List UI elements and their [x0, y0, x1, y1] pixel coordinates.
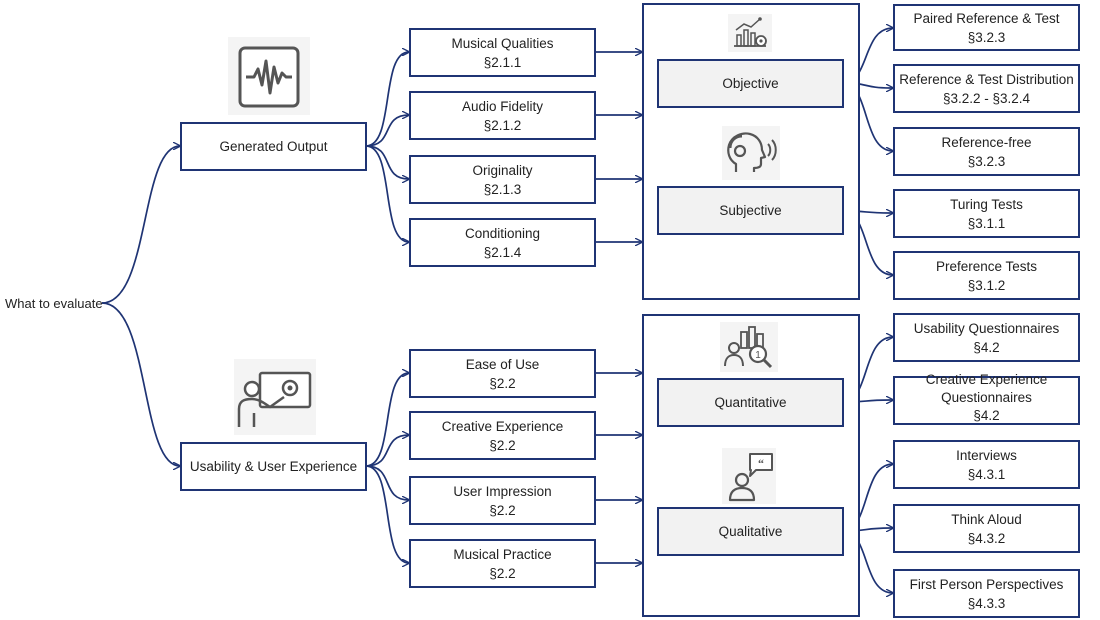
technique-name: Usability Questionnaires — [913, 320, 1060, 336]
connector-generated-conditioning — [365, 145, 409, 242]
aspect-name: User Impression — [453, 483, 552, 499]
technique-node: Paired Reference & Test §3.2.3 — [893, 4, 1080, 51]
technique-name: Think Aloud — [951, 511, 1022, 527]
aspect-ref: §2.2 — [489, 502, 516, 518]
technique-name-line2: Questionnaires — [941, 389, 1032, 405]
technique-node: Think Aloud §4.3.2 — [893, 504, 1080, 553]
connector-usability-impression — [365, 465, 409, 500]
aspect-node: Audio Fidelity §2.1.2 — [409, 91, 596, 140]
method-quantitative: Quantitative — [657, 378, 844, 427]
aspect-ref: §2.1.3 — [483, 181, 522, 197]
aspect-name: Conditioning — [464, 225, 541, 241]
method-subjective: Subjective — [657, 186, 844, 235]
technique-name: Creative Experience — [925, 371, 1048, 387]
speech-user-icon: “ — [722, 448, 776, 504]
aspect-node: Musical Qualities §2.1.1 — [409, 28, 596, 77]
technique-name: Interviews — [956, 447, 1017, 463]
aspect-name: Musical Practice — [453, 546, 552, 562]
aspect-ref: §2.1.2 — [483, 117, 522, 133]
method-label: Quantitative — [714, 395, 787, 410]
technique-node: Turing Tests §3.1.1 — [893, 189, 1080, 238]
aspect-name: Musical Qualities — [451, 35, 554, 51]
waveform-icon — [228, 37, 310, 115]
technique-node: Reference-free §3.2.3 — [893, 127, 1080, 176]
technique-ref: §4.3.1 — [967, 466, 1006, 482]
technique-node: Preference Tests §3.1.2 — [893, 251, 1080, 300]
technique-ref: §4.3.2 — [967, 530, 1006, 546]
technique-ref: §3.1.1 — [967, 215, 1006, 231]
aspect-node: Musical Practice §2.2 — [409, 539, 596, 588]
technique-node: First Person Perspectives §4.3.3 — [893, 569, 1080, 618]
connector-usability-ease — [365, 373, 409, 467]
connector-generated-originality — [365, 145, 409, 179]
node-label: Usability & User Experience — [189, 459, 358, 474]
analytics-chart-icon — [728, 14, 772, 52]
aspect-name: Originality — [472, 162, 533, 178]
aspect-node: Ease of Use §2.2 — [409, 349, 596, 398]
aspect-node: Creative Experience §2.2 — [409, 411, 596, 460]
aspect-ref: §2.2 — [489, 565, 516, 581]
technique-name: Turing Tests — [950, 196, 1023, 212]
aspect-ref: §2.2 — [489, 437, 516, 453]
method-objective: Objective — [657, 59, 844, 108]
aspect-node: User Impression §2.2 — [409, 476, 596, 525]
technique-ref: §3.2.3 — [967, 153, 1006, 169]
method-label: Objective — [722, 76, 779, 91]
aspect-name: Creative Experience — [441, 418, 564, 434]
technique-ref: §4.2 — [973, 407, 1000, 423]
svg-text:“: “ — [758, 456, 764, 470]
technique-name: Preference Tests — [935, 258, 1038, 274]
technique-ref: §4.3.3 — [967, 595, 1006, 611]
method-label: Subjective — [719, 203, 782, 218]
listening-head-icon — [722, 126, 780, 180]
data-analysis-icon: 1 — [720, 322, 778, 372]
technique-node: Creative Experience Questionnaires §4.2 — [893, 372, 1080, 425]
technique-name: Reference-free — [941, 134, 1032, 150]
aspect-ref: §2.1.4 — [483, 244, 522, 260]
aspect-ref: §2.1.1 — [483, 54, 522, 70]
method-qualitative: Qualitative — [657, 507, 844, 556]
aspect-name: Ease of Use — [465, 356, 540, 372]
technique-node: Usability Questionnaires §4.2 — [893, 313, 1080, 362]
technique-ref: §4.2 — [973, 339, 1000, 355]
aspect-ref: §2.2 — [489, 375, 516, 391]
usability-ux-node: Usability & User Experience — [180, 442, 367, 491]
technique-ref: §3.2.2 - §3.2.4 — [942, 90, 1031, 106]
aspect-name: Audio Fidelity — [461, 98, 544, 114]
node-label: Generated Output — [219, 139, 328, 154]
aspect-node: Conditioning §2.1.4 — [409, 218, 596, 267]
svg-text:1: 1 — [755, 350, 761, 361]
generated-output-node: Generated Output — [180, 122, 367, 171]
connector-generated-fidelity — [365, 115, 409, 147]
connector-root-usability — [101, 302, 180, 466]
technique-name: Reference & Test Distribution — [899, 71, 1074, 87]
technique-name: Paired Reference & Test — [913, 10, 1060, 26]
technique-ref: §3.2.3 — [967, 29, 1006, 45]
technique-ref: §3.1.2 — [967, 277, 1006, 293]
connector-usability-practice — [365, 465, 409, 563]
connector-usability-creative — [365, 435, 409, 467]
method-label: Qualitative — [718, 524, 783, 539]
root-label: What to evaluate — [5, 296, 103, 311]
technique-name: First Person Perspectives — [909, 576, 1064, 592]
technique-node: Interviews §4.3.1 — [893, 440, 1080, 489]
touchscreen-user-icon — [234, 359, 316, 435]
connector-generated-musical — [365, 52, 409, 147]
connector-root-generated — [101, 146, 180, 304]
technique-node: Reference & Test Distribution §3.2.2 - §… — [893, 64, 1080, 113]
aspect-node: Originality §2.1.3 — [409, 155, 596, 204]
